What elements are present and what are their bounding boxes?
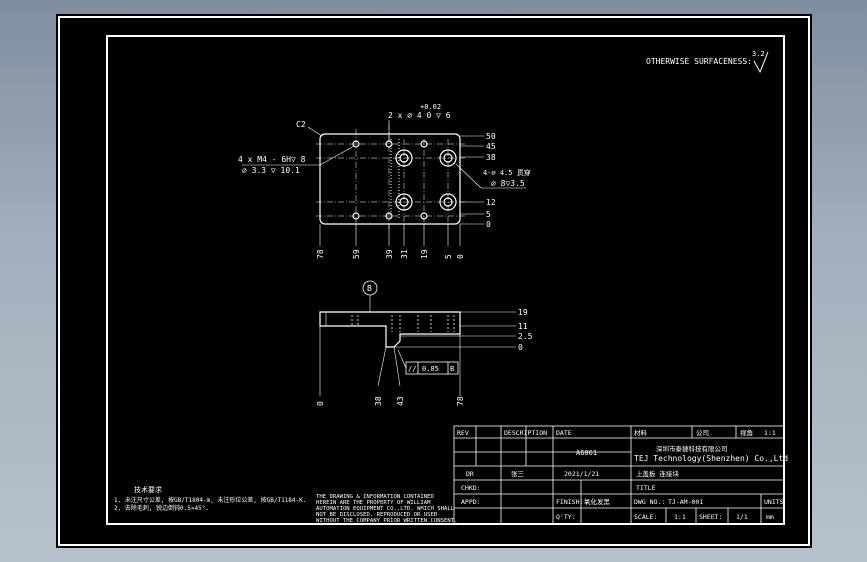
tb-view-head: 视角 [740, 428, 753, 437]
dim-bot-0: 0 [456, 254, 465, 259]
dim-top-38: 38 [486, 153, 496, 162]
dim-side-19: 19 [518, 308, 528, 317]
svg-text:WITHOUT THE COMPANY PRIOR WRIT: WITHOUT THE COMPANY PRIOR WRITTEN CONSEN… [316, 518, 457, 524]
thread-depth-callout: ⌀ 3.3 ▽ 10.1 [242, 166, 300, 175]
svg-text://: // [408, 365, 416, 373]
thread-callout: 4 x M4 - 6H▽ 8 [238, 155, 306, 164]
tb-date: 2021/1/21 [564, 470, 599, 478]
tb-company-en: TEJ Technology(Shenzhen) Co.,Ltd [634, 454, 788, 463]
dim-side-bot-78: 78 [456, 396, 465, 406]
tb-title-label: TITLE [636, 484, 656, 492]
roughness-symbol: 3.2 [752, 50, 769, 74]
dim-side-bot-0: 0 [316, 401, 325, 406]
tb-desc: DESCRIPTION [504, 429, 547, 437]
tb-finish-label: FINISH: [556, 498, 583, 506]
dim-bot-59: 59 [352, 249, 361, 259]
svg-text:THE DRAWING & INFORMATION CONT: THE DRAWING & INFORMATION CONTAINED [316, 494, 435, 500]
side-view [319, 311, 461, 348]
dim-side-11: 11 [518, 322, 528, 331]
dim-top-12: 12 [486, 198, 496, 207]
datum-label: B [367, 284, 372, 293]
tb-sheet-label: SHEET: [699, 513, 722, 521]
gdt-frame: // 0.05 B [397, 349, 459, 375]
tb-qty-label: Q'TY: [556, 513, 576, 521]
tb-scale-value: 1:1 [674, 513, 686, 521]
svg-text:NOT BE DISCLOSED, REPRODUCED O: NOT BE DISCLOSED, REPRODUCED OR USED [316, 512, 438, 518]
tb-dwg-value: TJ-AM-001 [668, 498, 703, 506]
dim-top-45: 45 [486, 142, 496, 151]
outer-border [58, 16, 810, 546]
tech-note-1: 1. 未注尺寸公差, 按GB/T1804-m, 未注形位公差, 按GB/T118… [114, 496, 306, 504]
svg-text:AUTOMATION EQUIPMENT CO.,LTD.: AUTOMATION EQUIPMENT CO.,LTD. WHICH SHAL… [316, 506, 455, 512]
side-bottom-dim-lines [319, 326, 461, 396]
cbore-callout: 4-⌀ 4.5 贯穿 [483, 168, 531, 177]
dim-bot-19: 19 [420, 249, 429, 259]
svg-text:B: B [450, 365, 454, 373]
tb-dr-name: 张三 [511, 469, 525, 478]
svg-text:0.05: 0.05 [422, 365, 439, 373]
dim-side-0: 0 [518, 343, 523, 352]
dim-side-bot-38: 38 [374, 396, 383, 406]
tb-dr-label: DR [466, 470, 474, 478]
dim-bot-78: 78 [316, 249, 325, 259]
side-right-dim-lines [394, 311, 516, 348]
inner-border [106, 35, 785, 525]
tb-dwg-label: DWG NO.: [634, 498, 665, 506]
tb-unit-value: mm [766, 513, 774, 521]
surface-note: OTHERWISE SURFACENESS: [646, 57, 752, 66]
tb-sheet-value: 1/1 [736, 513, 748, 521]
tb-appd: APPD: [461, 498, 481, 506]
dim-top-0: 0 [486, 220, 491, 229]
tb-chkd: CHKD: [461, 484, 481, 492]
tb-rev: REV [457, 429, 469, 437]
title-block [453, 425, 785, 525]
dim-bot-5: 5 [444, 254, 453, 259]
top-bottom-dim-lines [319, 224, 461, 246]
tb-part-name: 上盖板 连接块 [636, 469, 679, 478]
tolerance-upper: +0.02 [420, 103, 441, 111]
dim-top-50: 50 [486, 132, 496, 141]
tb-mat-head: 材料 [634, 428, 648, 437]
cbore-depth-callout: ⌀ 8▽3.5 [491, 179, 525, 188]
tb-date-head: DATE [556, 429, 572, 437]
copyright-note: THE DRAWING & INFORMATION CONTAINED HERE… [316, 494, 457, 524]
tb-company-cn: 深圳市泰捷科技有限公司 [656, 444, 728, 453]
tb-co-head: 公司 [696, 429, 709, 437]
chamfer-note: C2 [296, 120, 306, 129]
tb-scale-label: SCALE: [634, 513, 657, 521]
tech-note-2: 2. 去除毛刺, 锐边倒钝0.5×45°. [114, 504, 209, 512]
tb-finish-value: 氧化发黑 [584, 497, 611, 506]
tech-title: 技术要求 [134, 485, 162, 494]
dim-side-bot-43: 43 [396, 396, 405, 406]
tb-units-label: UNITS [764, 498, 784, 506]
drawing-canvas: OTHERWISE SURFACENESS: 3.2 [56, 14, 812, 548]
dim-side-2-5: 2.5 [518, 332, 533, 341]
svg-text:HEREIN ARE THE PROPERTY OF WIL: HEREIN ARE THE PROPERTY OF WILLIAM [316, 500, 431, 506]
top-right-dim-lines [460, 135, 484, 225]
dim-top-5: 5 [486, 210, 491, 219]
svg-text:3.2: 3.2 [752, 50, 765, 58]
dim-bot-39: 39 [385, 249, 394, 259]
pin-callout: 2 x ⌀ 4 0 ▽ 6 [388, 111, 451, 120]
tb-ratio-head: 1:1 [764, 429, 776, 437]
tb-material: A6061 [576, 449, 597, 457]
dim-bot-31: 31 [400, 249, 409, 259]
top-view [316, 124, 466, 229]
